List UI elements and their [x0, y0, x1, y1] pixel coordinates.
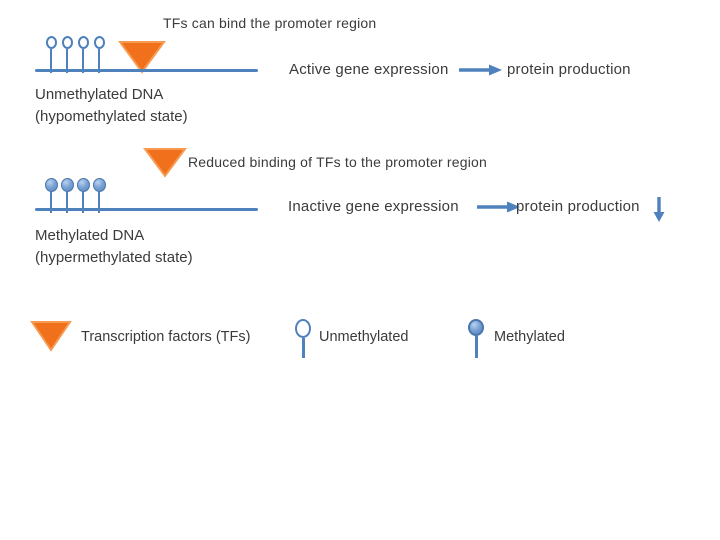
- dna-line: [35, 69, 258, 72]
- tf-triangle-icon: [118, 40, 166, 74]
- legend-tf-label: Transcription factors (TFs): [81, 329, 251, 345]
- unmethylated-lollipop-icon: [60, 36, 74, 73]
- dna-line: [35, 208, 258, 211]
- methylated-lollipop-icon: [92, 178, 106, 213]
- unmethylated-lollipop-icon: [76, 36, 90, 73]
- active-expression-label: Active gene expression: [289, 61, 449, 78]
- methylated-lollipop-icon: [60, 178, 74, 213]
- right-arrow-icon: [475, 200, 521, 214]
- legend-methylated-label: Methylated: [494, 329, 565, 345]
- annotation-reduced-binding: Reduced binding of TFs to the promoter r…: [188, 154, 488, 170]
- right-arrow-icon: [457, 63, 503, 77]
- unmethylated-lollipop-icon: [92, 36, 106, 73]
- inactive-expression-label: Inactive gene expression: [288, 198, 459, 215]
- tf-triangle-unbound-icon: [143, 147, 187, 178]
- legend-tf-triangle-icon: [30, 320, 72, 352]
- legend-unmethylated-lollipop-icon: [294, 319, 312, 358]
- down-arrow-icon: [652, 195, 666, 223]
- label-unmethylated-dna: Unmethylated DNA: [35, 86, 164, 103]
- label-methylated-dna: Methylated DNA: [35, 227, 145, 244]
- legend-unmethylated-label: Unmethylated: [319, 329, 409, 345]
- label-hypomethylated-state: (hypomethylated state): [35, 108, 188, 125]
- legend-methylated-lollipop-icon: [467, 319, 485, 358]
- protein-production-label: protein production: [516, 198, 640, 215]
- label-hypermethylated-state: (hypermethylated state): [35, 249, 193, 266]
- annotation-tf-binding: TFs can bind the promoter region: [163, 15, 377, 31]
- protein-production-label: protein production: [507, 61, 631, 78]
- methylated-lollipop-icon: [76, 178, 90, 213]
- unmethylated-lollipop-icon: [44, 36, 58, 73]
- methylated-lollipop-icon: [44, 178, 58, 213]
